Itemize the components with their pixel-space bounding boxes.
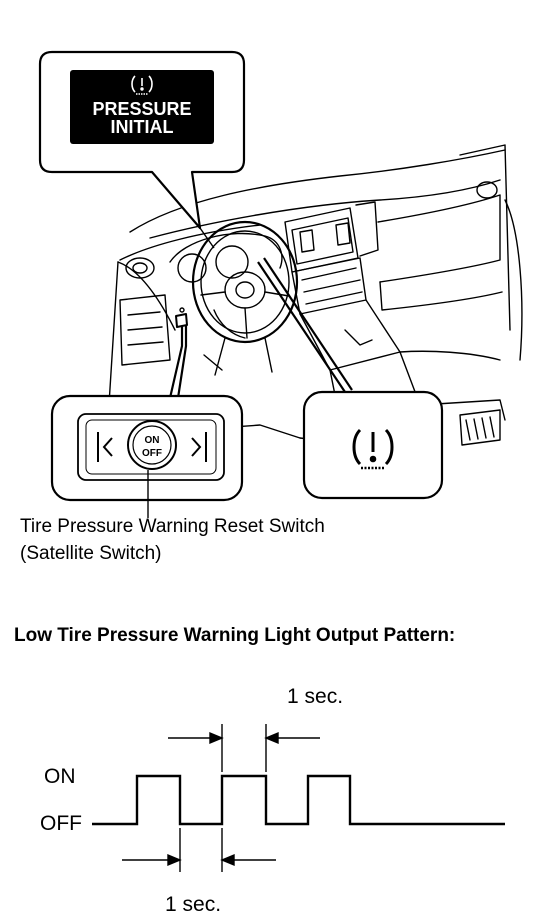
top-interval-label: 1 sec. [287, 685, 343, 708]
tire-pressure-warning-icon [131, 75, 153, 95]
output-waveform [92, 774, 505, 826]
pressure-initial-callout: PRESSURE INITIAL [38, 50, 246, 249]
leader-lines [168, 257, 353, 399]
previous-icon [97, 432, 113, 462]
pattern-title: Low Tire Pressure Warning Light Output P… [14, 625, 456, 646]
off-label: OFF [40, 812, 82, 835]
output-pattern-chart: ON OFF 1 sec. 1 sec. [40, 685, 505, 916]
display-line1: PRESSURE [92, 99, 191, 119]
multi-info-display [70, 70, 214, 144]
on-off-button [127, 420, 177, 470]
on-label: ON [44, 765, 76, 788]
display-line2: INITIAL [111, 117, 174, 137]
switch-caption-line2: (Satellite Switch) [20, 543, 162, 564]
switch-off-label: OFF [142, 448, 162, 459]
tire-pressure-warning-icon [352, 428, 394, 470]
warning-light-callout [302, 390, 444, 500]
switch-caption-line1: Tire Pressure Warning Reset Switch [20, 516, 325, 537]
top-interval-dimension [168, 724, 320, 772]
next-icon [191, 432, 207, 462]
bottom-interval-label: 1 sec. [165, 893, 221, 916]
satellite-switch-callout: ON OFF [50, 394, 244, 518]
bottom-interval-dimension [122, 828, 276, 872]
switch-on-label: ON [145, 435, 160, 446]
